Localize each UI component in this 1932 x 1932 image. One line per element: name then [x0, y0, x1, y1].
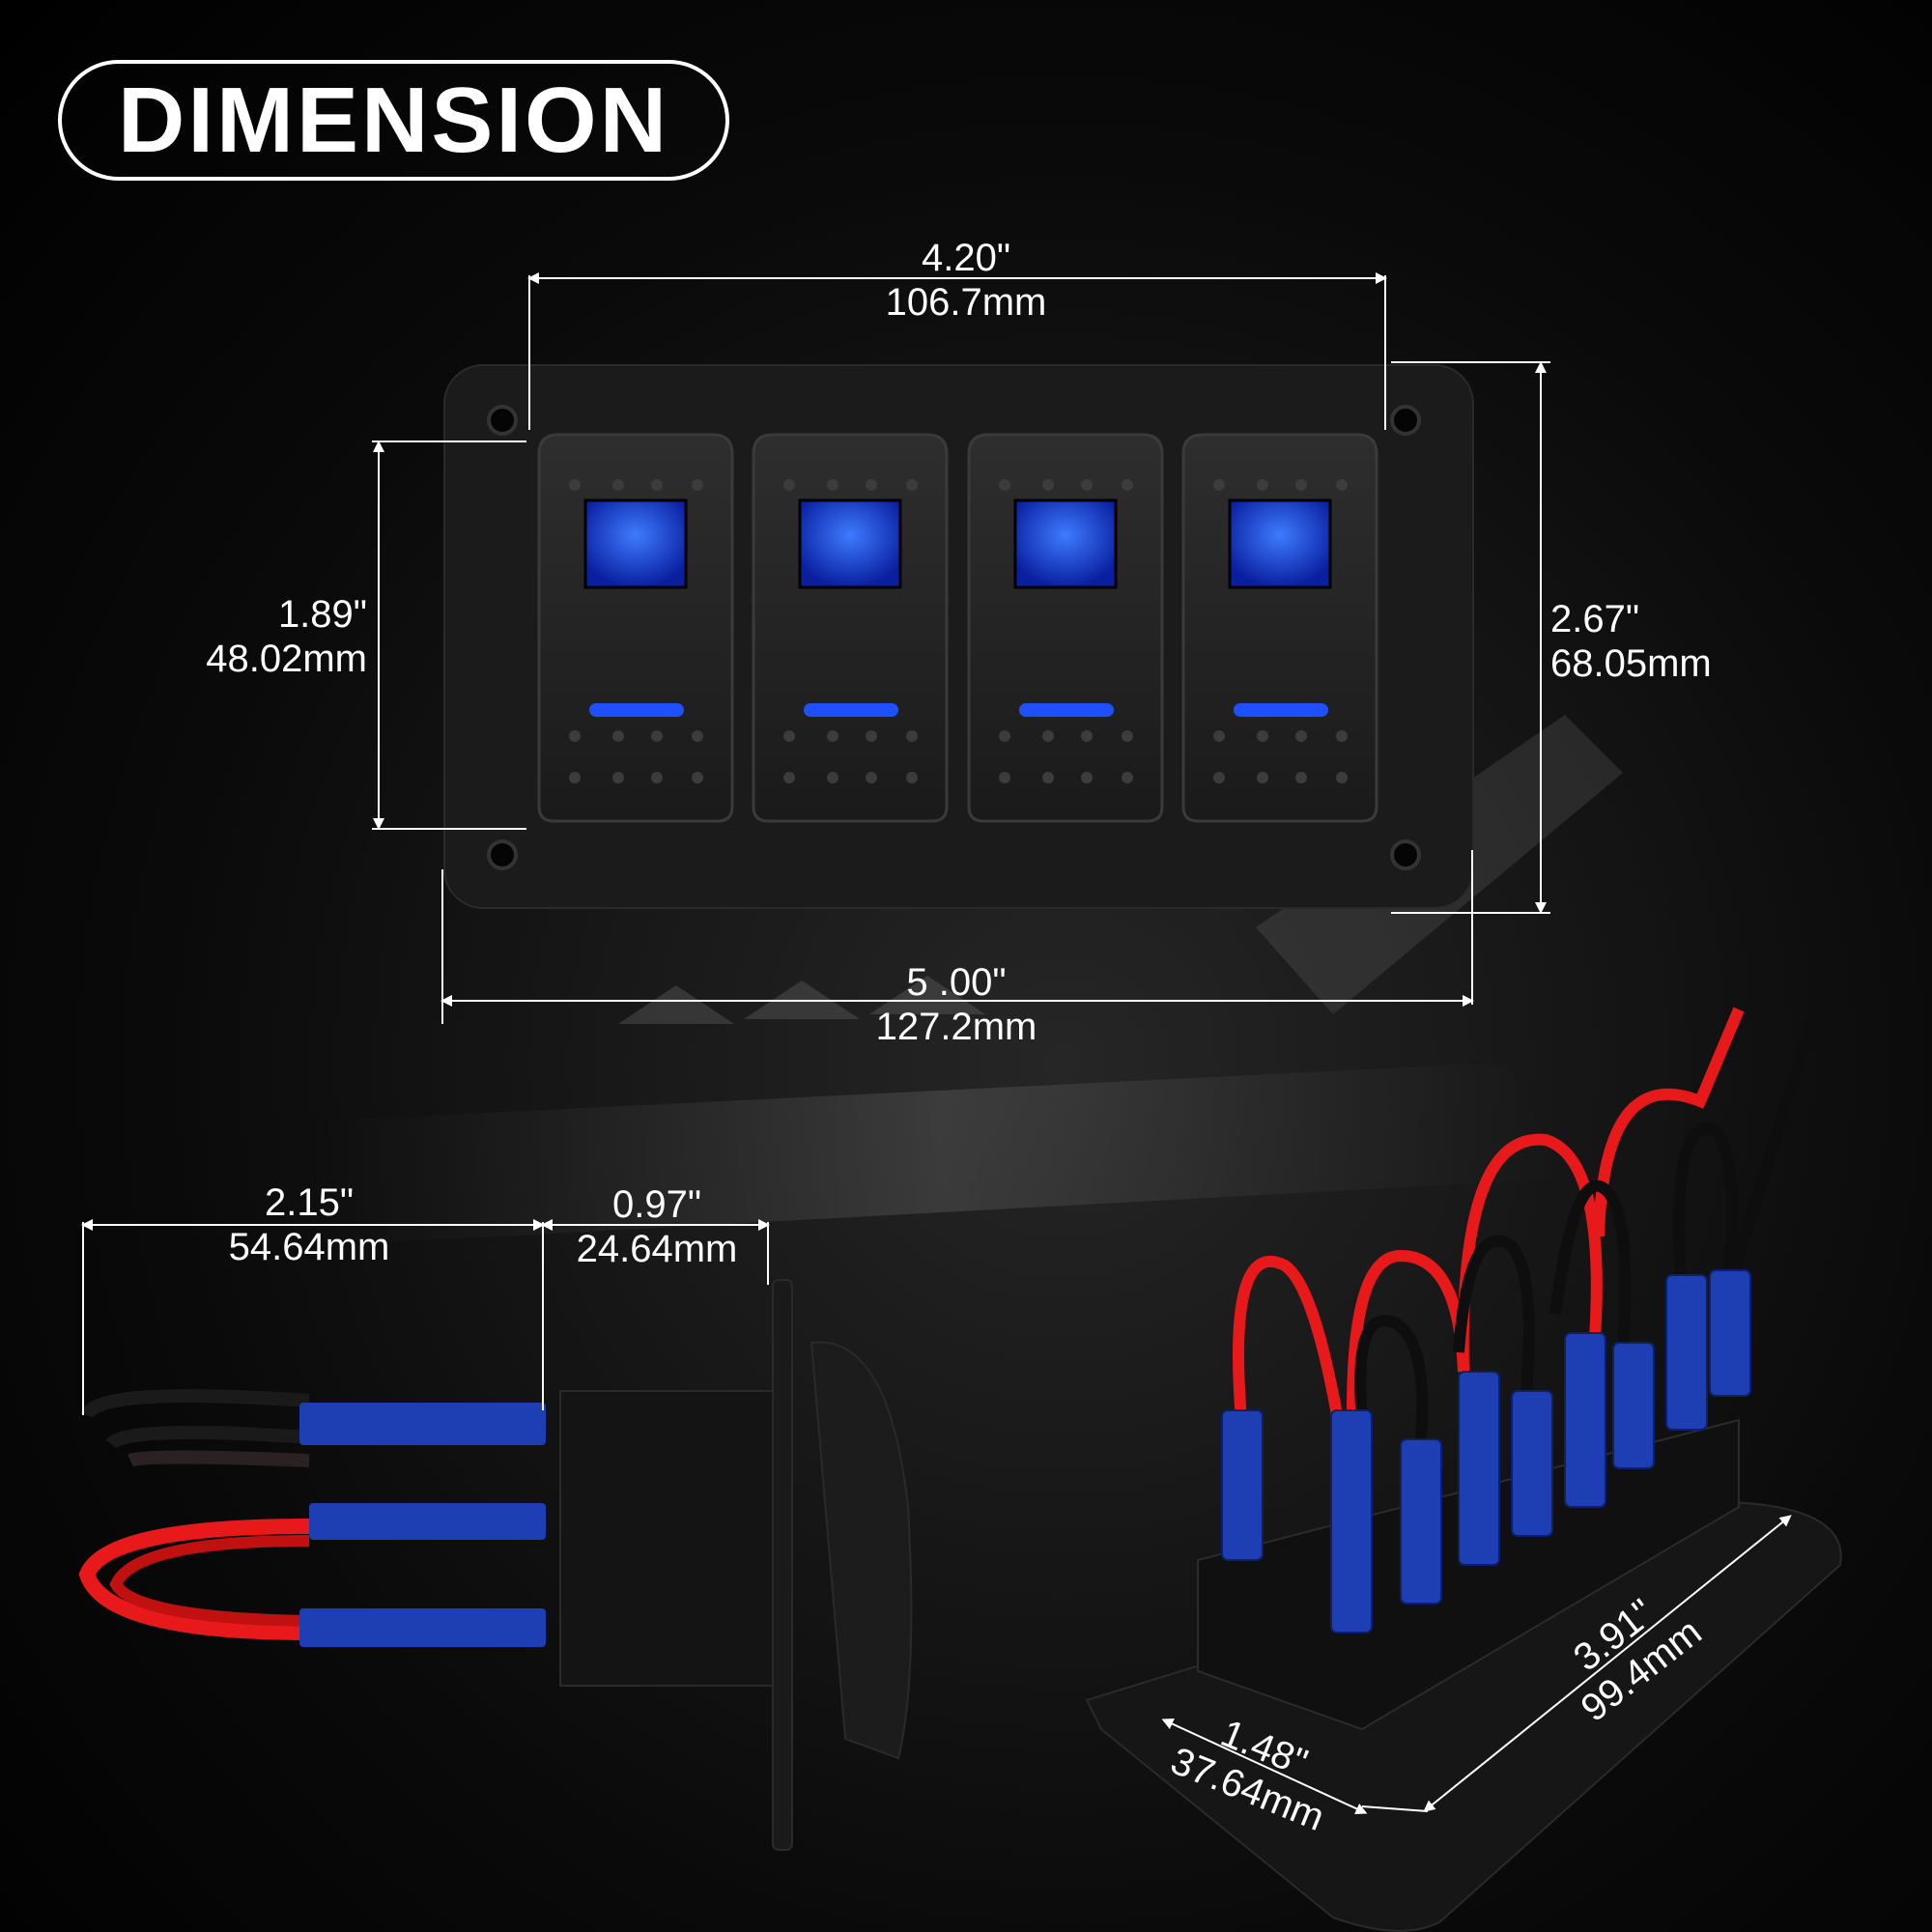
- dim-panel-width: 5 .00" 127.2mm: [875, 961, 1037, 1048]
- led-icon: [798, 498, 902, 589]
- rocker-switch-3: [967, 433, 1164, 823]
- dim-wire-length: 2.15" 54.64mm: [228, 1181, 390, 1268]
- rocker-switch-2: [752, 433, 949, 823]
- dimension-lines-front: [372, 272, 1550, 1024]
- terminal-icon: [299, 1403, 546, 1445]
- mount-hole-icon: [1390, 839, 1421, 870]
- terminal-icon: [1400, 1438, 1442, 1605]
- terminal-icon: [1665, 1274, 1708, 1431]
- terminal-icon: [299, 1608, 546, 1647]
- terminal-icon: [1458, 1371, 1500, 1566]
- front-panel: [443, 364, 1474, 909]
- terminal-icon: [1709, 1269, 1751, 1397]
- terminal-icon: [1330, 1409, 1373, 1634]
- mount-hole-icon: [487, 839, 518, 870]
- dim-switch-height: 1.89" 48.02mm: [206, 593, 367, 680]
- dim-panel-height: 2.67" 68.05mm: [1550, 598, 1712, 685]
- rocker-switch-4: [1181, 433, 1378, 823]
- led-icon: [1228, 498, 1332, 589]
- mount-hole-icon: [1390, 405, 1421, 436]
- terminal-icon: [1511, 1390, 1553, 1537]
- terminal-icon: [1564, 1332, 1606, 1508]
- side-view: [78, 1279, 913, 1851]
- dim-switch-depth: 0.97" 24.64mm: [576, 1183, 738, 1270]
- dim-hole-spacing: 4.20" 106.7mm: [885, 237, 1047, 324]
- dimension-title: DIMENSION: [58, 60, 729, 181]
- dimension-lines-perspective: [1161, 1515, 1792, 1814]
- led-icon: [583, 498, 688, 589]
- terminal-icon: [309, 1503, 546, 1540]
- led-icon: [1013, 498, 1118, 589]
- mount-hole-icon: [487, 405, 518, 436]
- rocker-switch-1: [537, 433, 734, 823]
- terminal-icon: [1612, 1342, 1655, 1469]
- dimension-lines-side: [81, 1219, 770, 1415]
- terminal-icon: [1221, 1409, 1264, 1561]
